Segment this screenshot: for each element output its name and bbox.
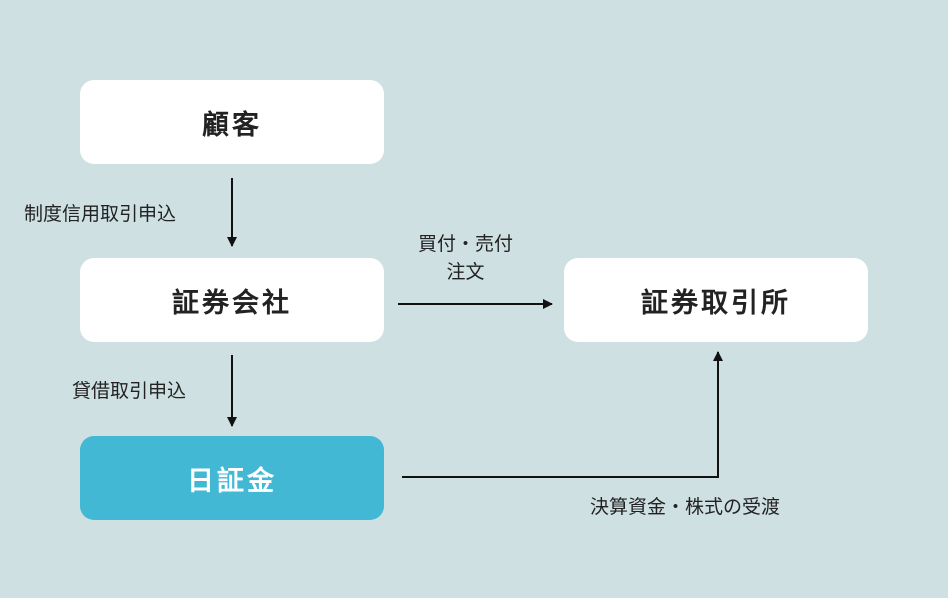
jsf-node: 日証金 bbox=[80, 436, 384, 520]
settlement-label: 決算資金・株式の受渡 bbox=[590, 496, 781, 518]
order-label: 買付・売付 注文 bbox=[418, 230, 513, 286]
exchange-label: 証券取引所 bbox=[641, 287, 791, 319]
customer-node: 顧客 bbox=[80, 80, 384, 164]
order-label-line2: 注文 bbox=[446, 261, 485, 283]
margin-application-label: 制度信用取引申込 bbox=[24, 203, 177, 225]
securities-company-label: 証券会社 bbox=[172, 287, 292, 319]
exchange-node: 証券取引所 bbox=[564, 258, 868, 342]
order-label-line1: 買付・売付 bbox=[418, 233, 514, 255]
arrow-jsf-to-exchange bbox=[402, 351, 723, 478]
securities-company-node: 証券会社 bbox=[80, 258, 384, 342]
lending-application-label: 貸借取引申込 bbox=[72, 380, 187, 402]
jsf-label: 日証金 bbox=[187, 465, 277, 497]
customer-label: 顧客 bbox=[202, 109, 262, 141]
